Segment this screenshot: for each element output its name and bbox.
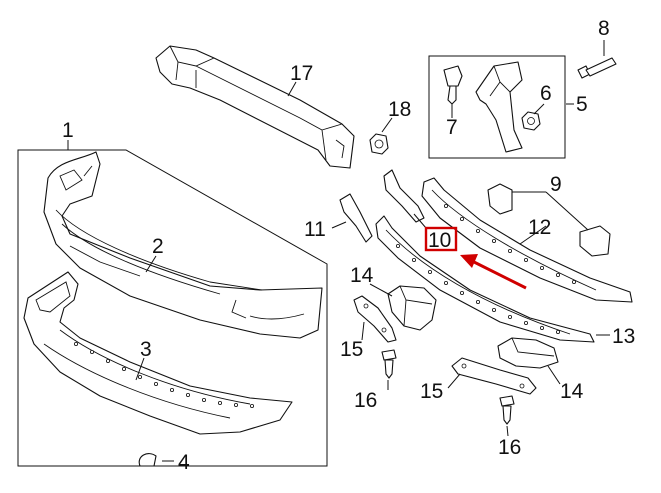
bumper-cover <box>43 151 323 339</box>
retainer-12-holes <box>443 203 577 284</box>
retainer-strip-10 <box>383 169 425 223</box>
sensor-bracket-14-right <box>497 337 559 369</box>
callout-6: 6 <box>540 82 552 105</box>
bracket-11 <box>339 193 373 243</box>
callout-8: 8 <box>598 17 610 40</box>
bracket-9b <box>579 225 611 257</box>
highlight-arrow-head <box>460 254 478 268</box>
bolt-8 <box>577 57 617 79</box>
callout-7: 7 <box>446 116 458 139</box>
push-pin-16-right <box>499 395 515 425</box>
callout-10: 10 <box>428 229 451 252</box>
callout-13: 13 <box>612 325 635 348</box>
callout-5: 5 <box>576 93 588 116</box>
callout-2: 2 <box>152 235 164 258</box>
leader-lines <box>67 40 610 462</box>
retainer-13-holes <box>395 243 561 334</box>
push-pin-16-left <box>381 349 397 379</box>
callout-12: 12 <box>528 216 551 239</box>
valance-clip-holes <box>74 341 254 408</box>
upper-retainer-12 <box>421 177 633 303</box>
callout-16-right: 16 <box>498 436 521 459</box>
bracket-15-left <box>353 295 397 343</box>
callout-14-left: 14 <box>350 264 374 287</box>
bracket-15-right <box>451 357 537 395</box>
side-bracket-5 <box>475 61 523 153</box>
bracket-9a <box>487 183 513 215</box>
callout-18: 18 <box>388 98 411 121</box>
callout-17: 17 <box>290 62 313 85</box>
callout-4: 4 <box>178 451 190 474</box>
bracket-kit-frame <box>428 55 566 159</box>
callout-9: 9 <box>550 173 562 196</box>
highlight-box <box>424 226 458 252</box>
callout-15-right: 15 <box>420 380 443 403</box>
highlight-group <box>424 226 527 290</box>
callout-16-left: 16 <box>354 389 377 412</box>
highlight-arrow-line <box>473 260 527 290</box>
callout-1: 1 <box>62 119 74 142</box>
callout-15-left: 15 <box>340 338 363 361</box>
lower-valance <box>23 271 293 435</box>
callout-11: 11 <box>304 218 326 241</box>
callout-14-right: 14 <box>560 380 584 403</box>
bumper-cover-frame <box>17 149 328 467</box>
callout-3: 3 <box>140 338 152 361</box>
tow-hook-cap <box>138 453 157 467</box>
impact-bar <box>155 45 355 169</box>
nut <box>369 133 389 155</box>
sensor-bracket-14-left <box>387 285 437 331</box>
nut-6 <box>521 111 541 131</box>
push-clip-7 <box>443 65 463 105</box>
lower-retainer-13 <box>375 215 595 343</box>
